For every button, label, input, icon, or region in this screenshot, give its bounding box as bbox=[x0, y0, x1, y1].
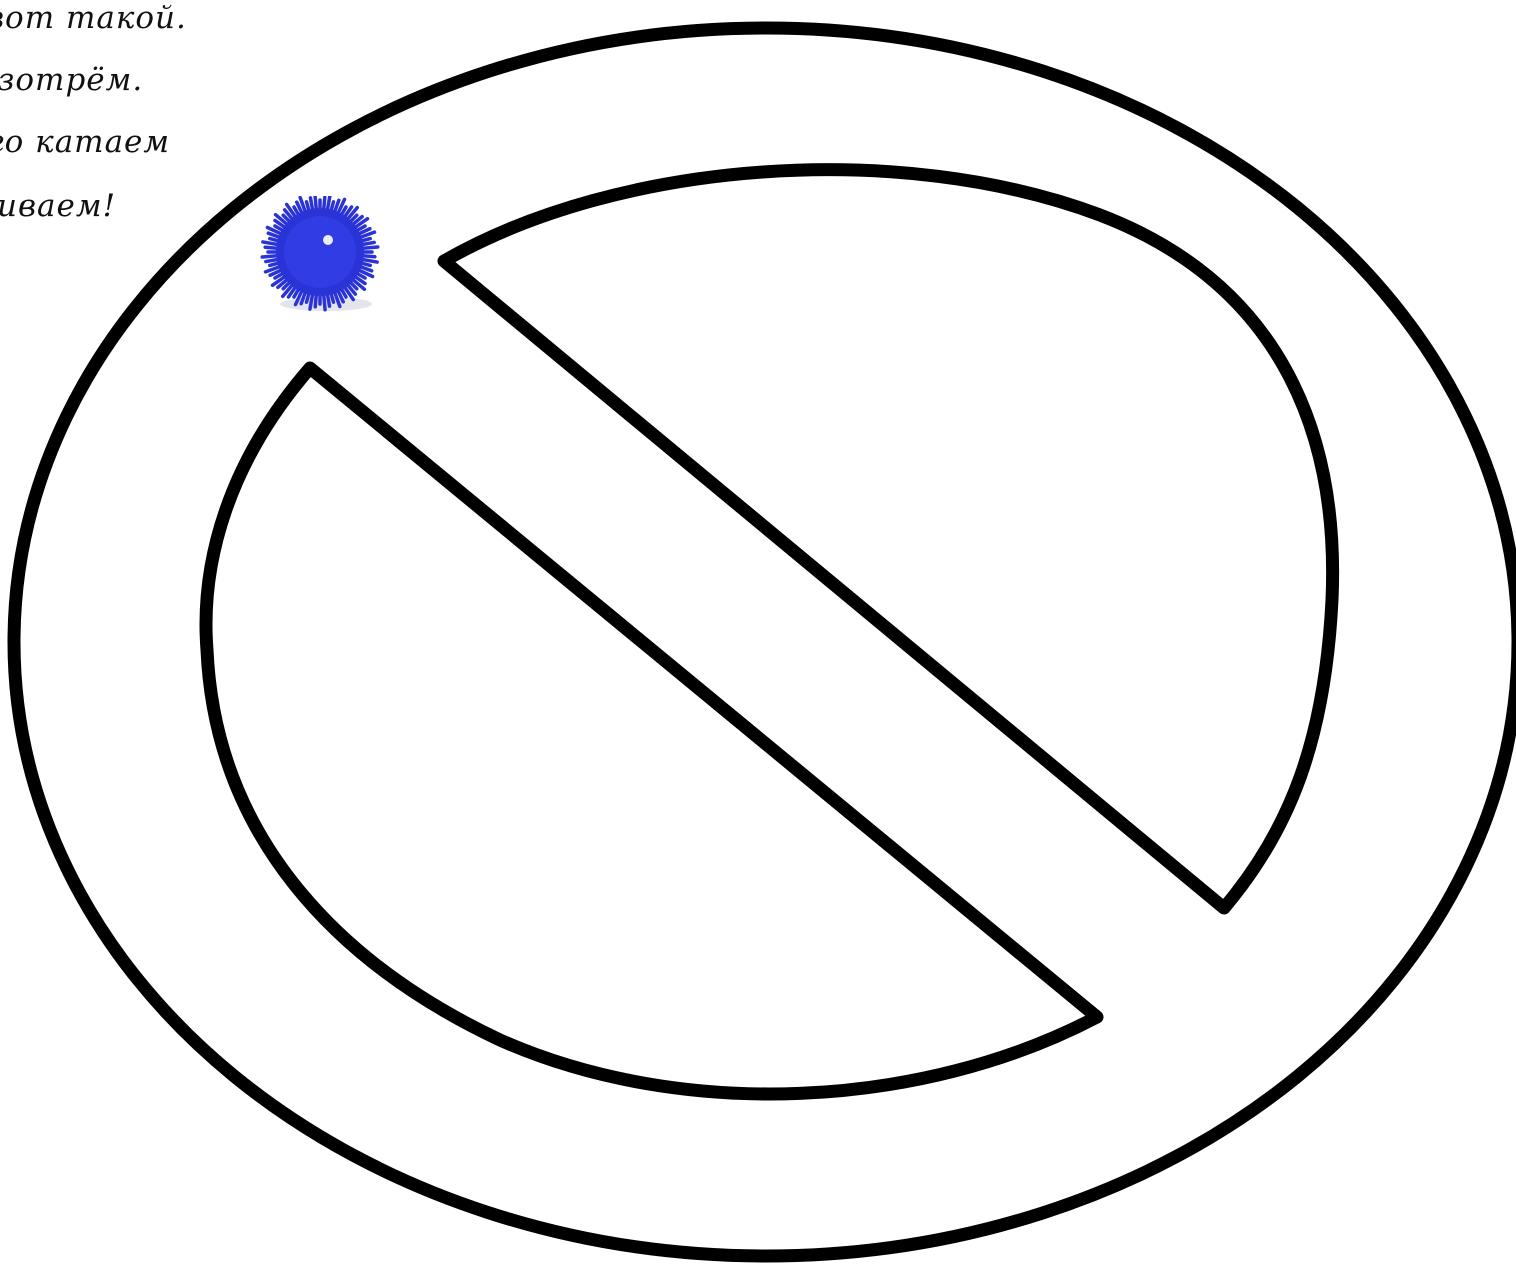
ball-glint bbox=[323, 235, 333, 245]
ball-highlight bbox=[284, 216, 356, 288]
spiky-massage-ball-icon[interactable] bbox=[256, 196, 386, 320]
maze-background bbox=[14, 28, 1516, 1256]
